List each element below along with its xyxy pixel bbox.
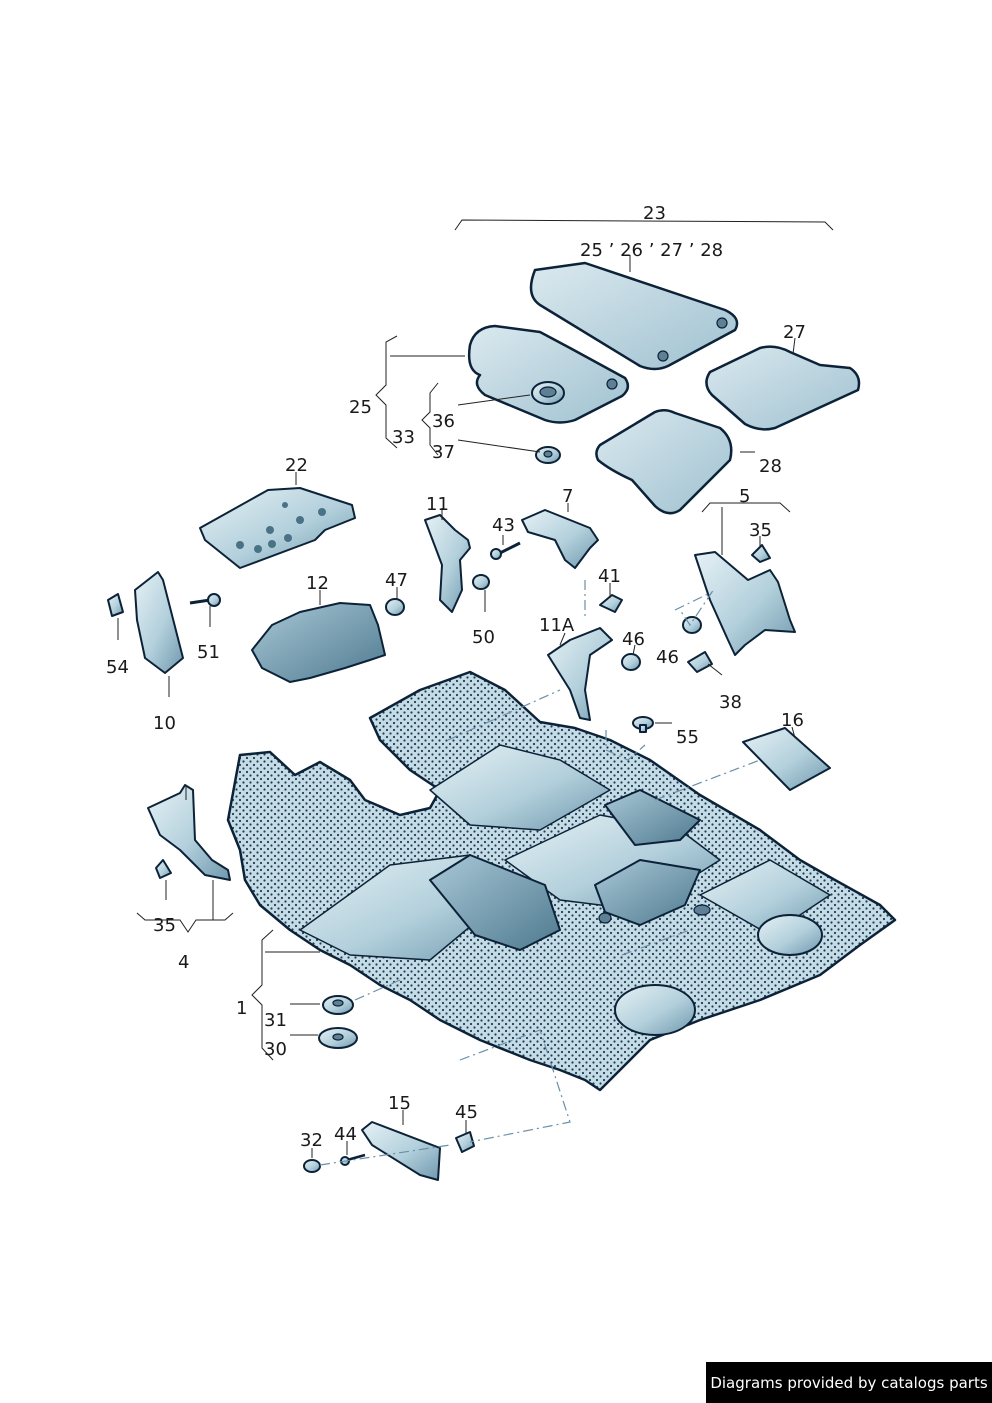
screw-44 <box>339 1153 366 1166</box>
credit-banner: Diagrams provided by catalogs parts <box>706 1362 992 1403</box>
callout-32: 32 <box>300 1130 323 1151</box>
clip-31 <box>322 995 354 1015</box>
callout-43: 43 <box>492 515 515 536</box>
cap-55 <box>632 716 654 733</box>
panel-10 <box>134 571 184 674</box>
floor-carpet-1 <box>226 670 897 1092</box>
callout-12: 12 <box>306 573 329 594</box>
callout-55: 55 <box>676 727 699 748</box>
mat-fastener-37 <box>535 446 561 464</box>
mat-hole <box>657 350 669 362</box>
callout-22: 22 <box>285 455 308 476</box>
callout-31: 31 <box>264 1010 287 1031</box>
trim-4 <box>147 784 231 881</box>
floor-mats-group <box>467 261 861 515</box>
clip-35-right <box>751 544 771 563</box>
callout-35-left: 35 <box>153 915 176 936</box>
callout-27: 27 <box>783 322 806 343</box>
callout-37: 37 <box>432 442 455 463</box>
cap-46-center <box>621 653 641 671</box>
callout-33: 33 <box>392 427 415 448</box>
callout-4: 4 <box>178 952 189 973</box>
assembly-lines <box>319 580 761 1166</box>
leader-lines <box>117 219 834 1158</box>
callout-41: 41 <box>598 566 621 587</box>
floor-mat-rear-right <box>705 345 861 431</box>
callout-16: 16 <box>781 710 804 731</box>
callout-11a: 11A <box>539 615 575 636</box>
callout-10: 10 <box>153 713 176 734</box>
panel-22-holes <box>236 502 326 553</box>
callout-45: 45 <box>455 1102 478 1123</box>
cap-32 <box>303 1159 321 1173</box>
strip-11a <box>547 627 613 721</box>
clip-38 <box>687 651 713 673</box>
callout-54: 54 <box>106 657 129 678</box>
trim-12 <box>251 602 386 683</box>
callout-51: 51 <box>197 642 220 663</box>
callout-30: 30 <box>264 1039 287 1060</box>
floor-mat-front-left <box>529 261 739 371</box>
washer-30 <box>318 1027 358 1049</box>
callout-35-right: 35 <box>749 520 772 541</box>
callout-7: 7 <box>562 486 573 507</box>
panel-22 <box>199 487 356 569</box>
callout-28: 28 <box>759 456 782 477</box>
mat-hole <box>606 378 618 390</box>
callout-5: 5 <box>739 486 750 507</box>
cover-16 <box>742 727 831 791</box>
clip-54 <box>107 593 124 617</box>
mat-hole <box>716 317 728 329</box>
clip-41 <box>599 594 623 613</box>
callout-47: 47 <box>385 570 408 591</box>
callout-38: 38 <box>719 692 742 713</box>
callout-1: 1 <box>236 998 247 1019</box>
nut-50 <box>472 574 490 590</box>
callout-50: 50 <box>472 627 495 648</box>
callout-labels: 23 25 ’ 26 ’ 27 ’ 28 27 25 33 36 37 28 2… <box>106 203 806 1151</box>
cover-15 <box>361 1121 441 1181</box>
clip-7 <box>521 509 599 569</box>
clip-35-left <box>155 859 172 879</box>
callout-25: 25 <box>349 397 372 418</box>
callout-25-26-27-28: 25 ’ 26 ’ 27 ’ 28 <box>580 240 723 261</box>
callout-11: 11 <box>426 494 449 515</box>
mat-fastener-36 <box>531 381 565 405</box>
screw-51 <box>189 593 221 607</box>
nut-47 <box>385 598 405 616</box>
clip-45 <box>455 1131 475 1153</box>
callout-23: 23 <box>643 203 666 224</box>
callout-46-center: 46 <box>622 629 645 650</box>
callout-44: 44 <box>334 1124 357 1145</box>
floor-mat-rear-left <box>595 409 733 515</box>
bracket-11 <box>424 514 471 613</box>
screw-43 <box>490 541 521 560</box>
callout-15: 15 <box>388 1093 411 1114</box>
callout-46-right: 46 <box>656 647 679 668</box>
trim-5 <box>694 551 796 656</box>
callout-36: 36 <box>432 411 455 432</box>
